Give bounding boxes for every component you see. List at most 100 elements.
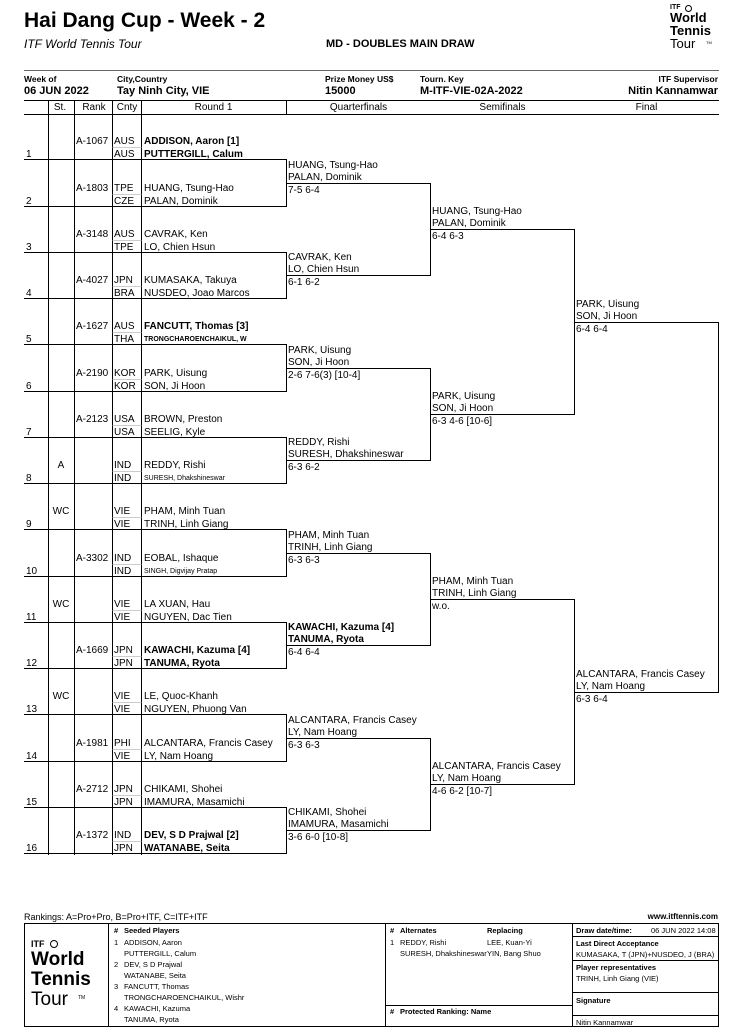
player2-name: LO, Chien Hsun	[144, 241, 216, 253]
match-score: 4-6 6-2 [10-7]	[432, 786, 493, 797]
tennis-ball-icon	[685, 5, 692, 12]
player1-name: DEV, S D Prajwal [2]	[144, 830, 239, 841]
player2-country: AUS	[114, 149, 135, 161]
winner-player2: PALAN, Dominik	[288, 172, 362, 183]
winner-player1: REDDY, Rishi	[288, 437, 350, 448]
col-header-qf: Quarterfinals	[329, 102, 388, 113]
winner-player1: PARK, Uisung	[288, 345, 352, 356]
draw-datetime-label: Draw date/time:	[576, 926, 632, 935]
player2-country: VIE	[114, 611, 131, 623]
entry-rank: A-3148	[76, 228, 109, 240]
alt-number: 1	[390, 938, 395, 947]
draw-datetime-value: 06 JUN 2022 14:08	[651, 926, 716, 935]
player2-country: IND	[114, 565, 132, 577]
player1-name: LE, Quoc-Khanh	[144, 691, 218, 703]
alt-player2: SURESH, Dhakshineswar	[400, 949, 487, 958]
tour-subtitle: ITF World Tennis Tour	[24, 37, 142, 51]
seed-number: 2	[114, 960, 119, 969]
lda-value: KUMASAKA, T (JPN)+NUSDEO, J (BRA)	[576, 950, 715, 959]
draw-position: 5	[26, 334, 32, 346]
match-score: 3-6 6-0 [10-8]	[288, 832, 349, 843]
draw-position: 13	[26, 704, 38, 716]
winner-player1: PARK, Uisung	[576, 299, 640, 310]
player1-country: IND	[114, 830, 132, 841]
entry-rank: A-1067	[76, 136, 109, 148]
player2-name: IMAMURA, Masamichi	[144, 796, 245, 808]
player2-country: JPN	[114, 658, 133, 669]
winner-player2: IMAMURA, Masamichi	[288, 819, 389, 830]
winner-player2: LY, Nam Hoang	[432, 773, 502, 784]
logo-line2: Tennis	[670, 23, 711, 38]
draw-position: 12	[26, 658, 38, 669]
week-label: Week of	[24, 74, 57, 84]
player2-country: VIE	[114, 519, 131, 531]
player1-country: PHI	[114, 737, 131, 749]
entry-rank: A-1803	[76, 182, 109, 194]
winner-player2: LY, Nam Hoang	[288, 727, 358, 738]
player2-country: THA	[114, 334, 134, 346]
player2-name: SON, Ji Hoon	[144, 380, 206, 392]
player1-name: PHAM, Minh Tuan	[144, 506, 226, 518]
player1-name: HUANG, Tsung-Hao	[144, 182, 234, 194]
player1-name: LA XUAN, Hau	[144, 598, 211, 610]
col-header-rank: Rank	[82, 102, 106, 113]
seed-player2: TANUMA, Ryota	[124, 1015, 179, 1024]
seeded-title: Seeded Players	[124, 926, 180, 935]
player2-name: NUSDEO, Joao Marcos	[144, 288, 250, 299]
footer-logo-line1: World	[31, 949, 85, 970]
player1-country: AUS	[114, 228, 135, 240]
player-rep-value: TRINH, Linh Giang (VIE)	[576, 974, 659, 983]
itf-logo-header: ITF World Tennis Tour TM	[666, 4, 726, 54]
seed-player1: KAWACHI, Kazuma	[124, 1004, 191, 1013]
player2-country: JPN	[114, 796, 133, 808]
player2-name: LY, Nam Hoang	[144, 750, 214, 762]
winner-player2: LO, Chien Hsun	[288, 264, 360, 275]
player1-country: AUS	[114, 321, 135, 333]
match-score: 6-3 6-2	[288, 462, 320, 473]
lda-label: Last Direct Acceptance	[576, 939, 659, 948]
draw-position: 14	[26, 750, 38, 762]
prize-value: 15000	[325, 85, 356, 97]
player1-country: VIE	[114, 691, 131, 703]
winner-player2: SON, Ji Hoon	[576, 311, 638, 322]
replaced-player1: LEE, Kuan-Yi	[487, 938, 532, 947]
supervisor-value: Nitin Kannamwar	[628, 85, 718, 97]
match-score: 6-4 6-3	[432, 231, 464, 242]
player1-country: JPN	[114, 783, 133, 795]
match-score: 6-3 6-3	[288, 740, 320, 751]
match-score: 6-3 4-6 [10-6]	[432, 416, 493, 427]
match-score: 6-3 6-3	[288, 555, 320, 566]
player2-name: SINGH, Digvijay Pratap	[144, 567, 218, 575]
match-score: 6-1 6-2	[288, 277, 320, 288]
winner-player2: TANUMA, Ryota	[288, 634, 364, 645]
footer-logo-line3: Tour	[31, 989, 68, 1010]
player1-name: FANCUTT, Thomas [3]	[144, 321, 249, 333]
player2-name: TANUMA, Ryota	[144, 658, 220, 669]
seed-number: 1	[114, 938, 119, 947]
player1-country: TPE	[114, 182, 134, 194]
seed-number: 4	[114, 1004, 119, 1013]
draw-position: 6	[26, 380, 32, 392]
player2-country: BRA	[114, 288, 135, 299]
replaced-player2: YIN, Bang Shuo	[487, 949, 541, 958]
draw-position: 1	[26, 149, 32, 161]
tourn-key-value: M-ITF-VIE-02A-2022	[420, 85, 523, 97]
seed-player1: DEV, S D Prajwal	[124, 960, 183, 969]
seed-number: 3	[114, 982, 119, 991]
winner-player1: ALCANTARA, Francis Casey	[576, 669, 705, 680]
draw-position: 4	[26, 288, 32, 299]
draw-position: 15	[26, 796, 38, 808]
winner-player2: LY, Nam Hoang	[576, 681, 646, 692]
player1-name: KAWACHI, Kazuma [4]	[144, 645, 251, 656]
protected-title: Protected Ranking: Name	[400, 1007, 492, 1016]
player2-country: JPN	[114, 843, 133, 854]
entry-rank: A-2190	[76, 367, 109, 379]
logo-sup: ITF	[670, 4, 681, 11]
player2-country: KOR	[114, 380, 136, 392]
winner-player1: KAWACHI, Kazuma [4]	[288, 622, 395, 633]
player2-name: TRINH, Linh Giang	[144, 519, 229, 531]
match-score: 7-5 6-4	[288, 185, 320, 196]
player1-country: VIE	[114, 598, 131, 610]
player2-name: TRONGCHAROENCHAIKUL, W	[144, 336, 247, 344]
player-rep-label: Player representatives	[576, 963, 657, 972]
